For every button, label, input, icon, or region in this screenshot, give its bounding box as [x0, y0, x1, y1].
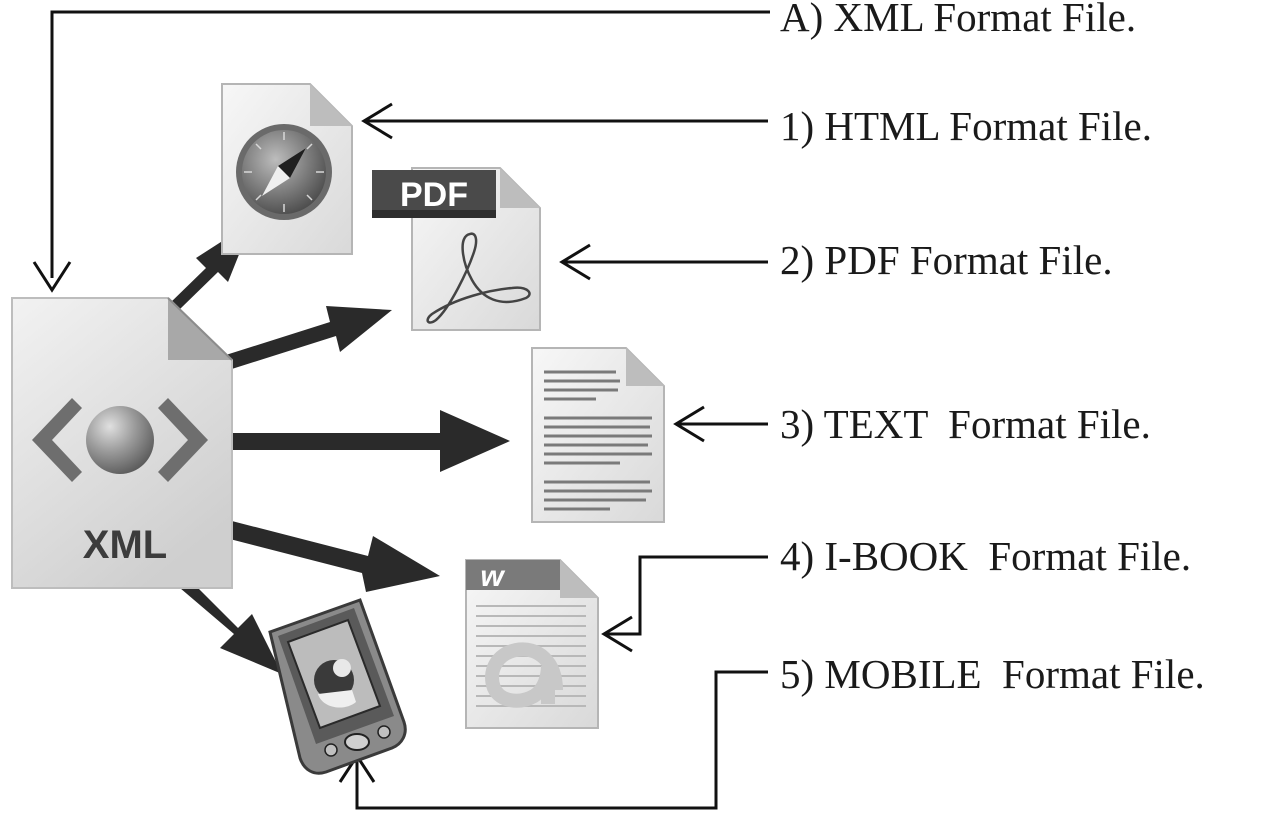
text-lines — [544, 370, 652, 511]
connector-html — [361, 102, 768, 140]
xml-sphere-icon — [86, 406, 154, 474]
mobile-button-right — [377, 725, 391, 739]
ibook-badge-label: w — [480, 560, 505, 593]
acrobat-logo-icon — [426, 232, 531, 324]
connector-text — [673, 405, 768, 443]
arrow-to-text — [232, 410, 510, 472]
label-html: 1) HTML Format File. — [780, 103, 1152, 149]
arrow-to-mobile — [180, 578, 282, 674]
mobile-screen-graphic — [314, 659, 356, 708]
ibook-letter-watermark — [485, 642, 563, 708]
connector-pdf — [559, 243, 768, 281]
label-mobile: 5) MOBILE Format File. — [780, 651, 1205, 697]
connector-xml — [32, 10, 770, 293]
mobile-button-left — [324, 743, 338, 757]
arrow-to-pdf — [210, 306, 392, 374]
mobile-button-center — [344, 733, 370, 751]
right-angle-bracket-icon — [158, 398, 208, 482]
arrow-to-ibook — [222, 520, 440, 592]
xml-caption: XML — [83, 523, 167, 567]
left-angle-bracket-icon — [32, 398, 82, 482]
compass-icon — [236, 124, 332, 220]
connector-ibook — [601, 555, 768, 653]
pdf-badge — [372, 170, 496, 216]
labels: A) XML Format File. 1) HTML Format File.… — [780, 0, 1205, 697]
ibook-file-icon: w — [465, 559, 599, 729]
html-file-icon — [221, 83, 353, 255]
xml-file-icon: XML — [11, 297, 233, 589]
pdf-badge-label: PDF — [400, 176, 468, 214]
mobile-device-icon — [268, 598, 407, 775]
label-text: 3) TEXT Format File. — [780, 401, 1151, 447]
label-pdf: 2) PDF Format File. — [780, 237, 1113, 283]
label-xml: A) XML Format File. — [780, 0, 1136, 40]
label-ibook: 4) I-BOOK Format File. — [780, 533, 1191, 579]
text-file-icon — [531, 347, 665, 523]
pdf-file-icon: PDF — [372, 167, 541, 331]
